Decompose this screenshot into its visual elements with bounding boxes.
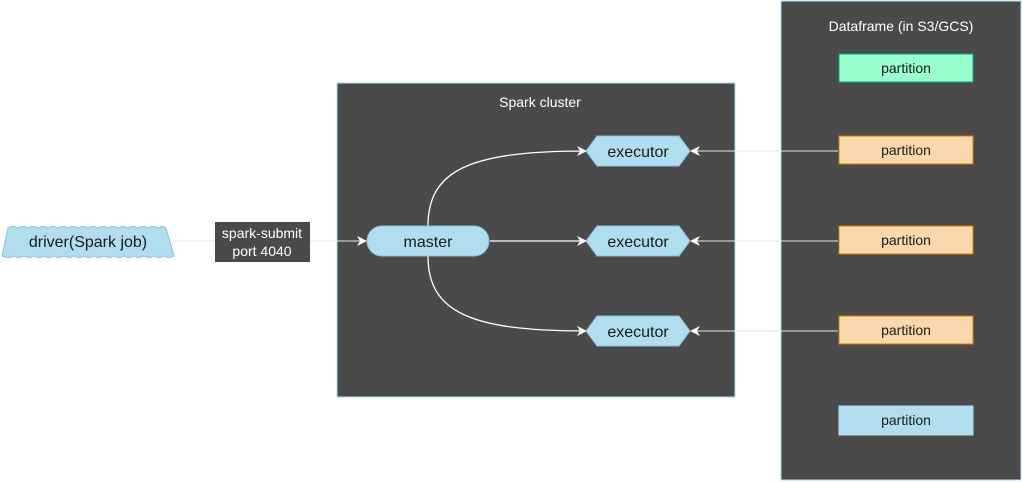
driver-node	[1, 226, 175, 258]
executor-label-2: executor	[607, 234, 669, 251]
executor-node-1	[585, 135, 691, 167]
executor-node-2	[585, 225, 691, 257]
port-label: port 4040	[232, 243, 291, 259]
partition-label-4: partition	[881, 322, 931, 338]
partition-label-2: partition	[881, 142, 931, 158]
edge-master-to-executor-1	[427, 146, 587, 227]
edge-master-to-executor-3	[427, 255, 587, 336]
partition-box-5	[838, 405, 974, 436]
partition-label-5: partition	[881, 412, 931, 428]
executor-label-1: executor	[607, 144, 669, 161]
master-label: master	[404, 234, 454, 251]
partition-box-4	[838, 315, 974, 345]
partition-box-1	[838, 53, 974, 83]
partition-box-2	[838, 135, 974, 165]
spark-cluster-title: Spark cluster	[499, 94, 581, 110]
partition-label-3: partition	[881, 232, 931, 248]
executor-node-3	[585, 315, 691, 347]
executor-label-3: executor	[607, 324, 669, 341]
partition-label-1: partition	[881, 60, 931, 76]
driver-label: driver(Spark job)	[29, 234, 147, 251]
spark-submit-label: spark-submit	[222, 225, 302, 241]
partition-box-3	[838, 225, 974, 255]
master-node	[366, 225, 490, 257]
dataframe-title: Dataframe (in S3/GCS)	[829, 18, 974, 34]
spark-submit-label-box	[215, 222, 310, 262]
